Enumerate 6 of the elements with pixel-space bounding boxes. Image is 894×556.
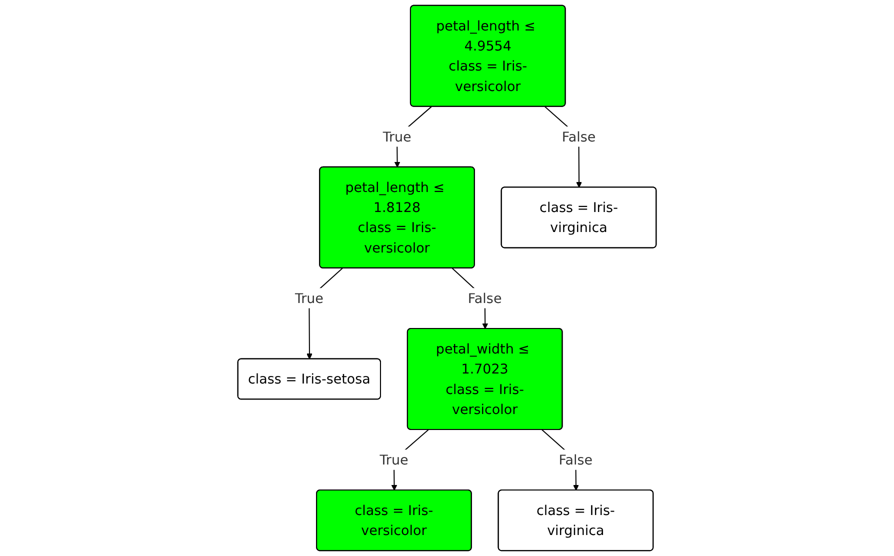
edge-label: False [558, 452, 593, 468]
edge-label: True [382, 128, 412, 145]
edge-label: False [562, 128, 596, 145]
edge-label: False [468, 290, 502, 306]
edge-label: True [380, 452, 408, 468]
edge-label: True [294, 290, 324, 306]
